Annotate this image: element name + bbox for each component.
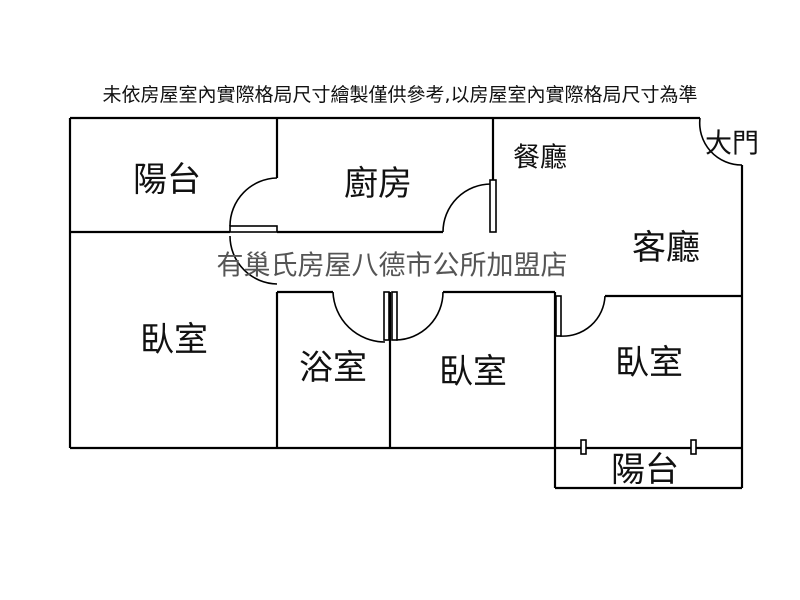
disclaimer-text: 未依房屋室內實際格局尺寸繪製僅供參考,以房屋室內實際格局尺寸為準 (102, 84, 698, 106)
room-balcony-top: 陽台 (133, 160, 201, 200)
outer-walls (68, 116, 744, 450)
watermark-text: 有巢氏房屋八德市公所加盟店 (216, 250, 568, 282)
room-bedroom-middle: 臥室 (439, 352, 507, 392)
room-bedroom-left: 臥室 (140, 320, 208, 360)
room-living: 客廳 (632, 228, 700, 268)
room-bedroom-right: 臥室 (615, 343, 683, 383)
interior-walls (70, 118, 742, 448)
room-main-door: 大門 (705, 128, 759, 160)
room-bathroom: 浴室 (299, 348, 367, 388)
balcony-bottom-walls (553, 439, 744, 490)
room-dining: 餐廳 (513, 142, 567, 174)
doors (229, 117, 743, 343)
room-balcony-bottom: 陽台 (611, 450, 679, 490)
room-kitchen: 廚房 (344, 164, 412, 204)
